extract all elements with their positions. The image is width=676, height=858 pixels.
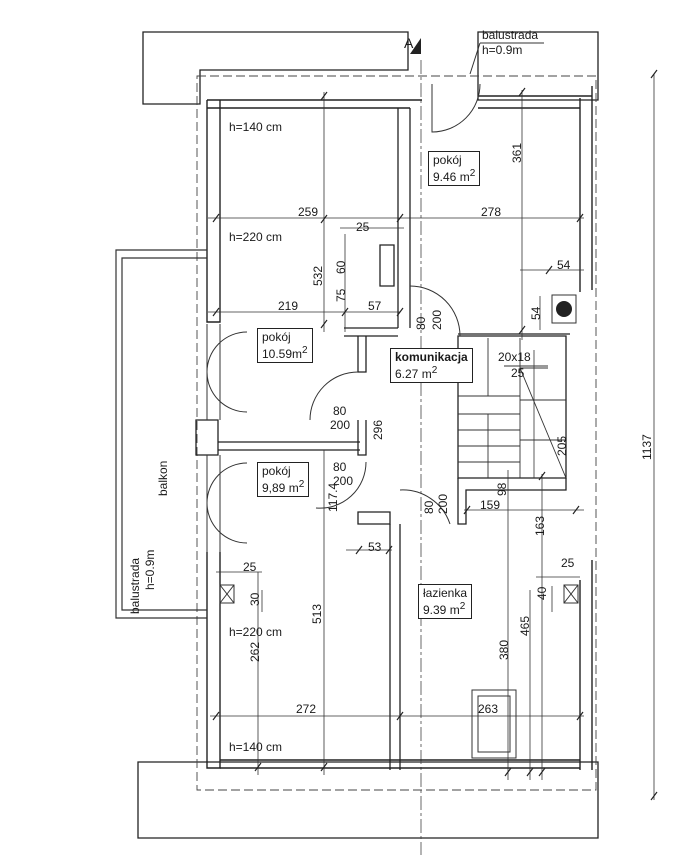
dimension-lines <box>208 74 655 800</box>
balustrade-top-label: balustrada <box>482 28 539 42</box>
ceiling-height-label: h=140 cm <box>229 740 283 754</box>
ceiling-height-label: h=220 cm <box>229 625 283 639</box>
boiler-icon <box>551 294 577 324</box>
roof-window <box>471 689 517 759</box>
door-height: 200 <box>333 474 354 488</box>
dimension-label: 20x18 <box>498 350 531 364</box>
overall-height-dim: 1137 <box>640 434 654 460</box>
dimension-label: 272 <box>296 702 317 716</box>
dimension-label: 25 <box>356 220 370 234</box>
ventilation-ducts <box>219 584 579 604</box>
section-marker: A <box>404 35 414 51</box>
dimension-label: 163 <box>533 515 547 536</box>
roof-overhang-bottom <box>137 761 599 839</box>
room-area: 10.59m <box>262 347 303 361</box>
dimension-label: 40 <box>535 586 549 600</box>
room-area: 9.46 m <box>433 170 470 184</box>
balcony-doors <box>206 324 248 552</box>
doors <box>309 83 481 525</box>
room-area: 9.39 m <box>423 603 460 617</box>
dimension-label: 263 <box>478 702 499 716</box>
room-bathroom: łazienka 9.39 m2 <box>418 584 473 619</box>
dimension-label: 219 <box>278 299 299 313</box>
section-arrow-icon <box>410 38 421 54</box>
room-name: pokój <box>262 330 291 344</box>
roof-overhang-top <box>142 31 599 105</box>
dimension-label: 25 <box>561 556 575 570</box>
room-area: 6.27 m <box>395 367 432 381</box>
roof-outline-dashed <box>196 75 597 791</box>
room-bedroom-1: pokój 9.46 m2 <box>428 151 481 186</box>
dimension-label: 57 <box>368 299 382 313</box>
door-width: 80 <box>333 460 347 474</box>
dimension-label: 205 <box>555 435 569 456</box>
balcony-label: balkon <box>156 460 170 496</box>
dimension-label: 30 <box>248 592 262 606</box>
balustrade-left-height: h=0.9m <box>143 549 157 590</box>
door-width: 80 <box>333 404 347 418</box>
dimension-label: 60 <box>334 260 348 274</box>
interior-walls <box>195 108 570 770</box>
dimension-label: 259 <box>298 205 319 219</box>
dimension-label: 25 <box>243 560 257 574</box>
door-height: 200 <box>430 309 444 330</box>
dimension-label: 25 <box>511 366 525 380</box>
dimension-label: 380 <box>497 639 511 660</box>
dimension-label: 532 <box>311 265 325 286</box>
door-height: 200 <box>330 418 351 432</box>
dimension-label: 296 <box>371 419 385 440</box>
dimension-label: 98 <box>495 482 509 496</box>
dimension-label: 75 <box>334 288 348 302</box>
door-width: 80 <box>422 500 436 514</box>
dimension-label: 262 <box>248 641 262 662</box>
balcony-outline <box>115 249 207 619</box>
ceiling-height-label: h=140 cm <box>229 120 283 134</box>
door-height: 200 <box>436 493 450 514</box>
dimension-ticks <box>212 69 658 801</box>
room-name: pokój <box>433 153 462 167</box>
dimension-label: 54 <box>529 306 543 320</box>
balustrade-top-leader <box>469 42 544 75</box>
room-name: łazienka <box>423 586 468 600</box>
room-hallway: komunikacja 6.27 m2 <box>390 348 473 383</box>
room-bedroom-2: pokój 10.59m2 <box>257 328 313 363</box>
balustrade-left-label: balustrada <box>128 557 142 614</box>
room-bedroom-3: pokój 9,89 m2 <box>257 462 310 497</box>
ceiling-height-label: h=220 cm <box>229 230 283 244</box>
balustrade-top-height: h=0.9m <box>482 43 523 57</box>
room-area: 9,89 m <box>262 481 299 495</box>
dimension-label: 54 <box>557 258 571 272</box>
dimension-label: 159 <box>480 498 501 512</box>
dimension-label: 361 <box>510 142 524 163</box>
room-name: komunikacja <box>395 350 468 364</box>
dimension-label: 513 <box>310 603 324 624</box>
room-name: pokój <box>262 464 291 478</box>
door-width: 80 <box>414 316 428 330</box>
staircase <box>458 338 567 479</box>
dimension-label: 278 <box>481 205 502 219</box>
dimension-label: 465 <box>518 615 532 636</box>
dimension-label: 53 <box>368 540 382 554</box>
